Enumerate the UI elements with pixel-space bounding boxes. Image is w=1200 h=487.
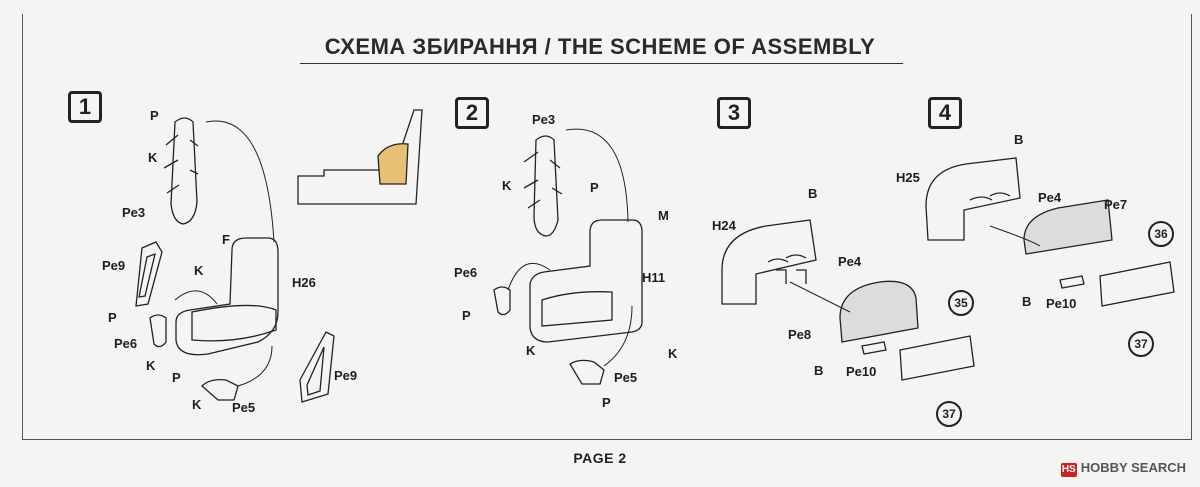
label-3-b-top: B	[808, 186, 818, 201]
arrow-2a	[565, 128, 629, 223]
label-1-pe3: Pe3	[122, 205, 146, 220]
arrow-1b	[174, 290, 218, 305]
arrow-1a	[205, 120, 275, 243]
arrow-3a	[789, 281, 851, 313]
harness-strap-1	[163, 134, 199, 194]
label-1-k-top: K	[148, 150, 158, 165]
arrow-4a	[989, 225, 1041, 247]
label-4-pe4: Pe4	[1038, 190, 1062, 205]
label-3-pe10: Pe10	[846, 364, 877, 379]
label-2-h11: H11	[642, 270, 666, 285]
title-underline	[300, 63, 903, 64]
label-1-pe9-left: Pe9	[102, 258, 126, 273]
harness-pe3-2	[533, 135, 559, 237]
seat-h11	[529, 219, 643, 343]
seat-h11-cushion	[541, 291, 613, 327]
decal-number-37-a: 37	[936, 401, 962, 427]
label-2-k-left: K	[526, 343, 536, 358]
watermark-text: HOBBY SEARCH	[1080, 460, 1186, 475]
pe7-panel	[1023, 199, 1113, 255]
panel-h25	[925, 157, 1021, 241]
pe6-2	[493, 286, 511, 316]
label-1-pe5: Pe5	[232, 400, 256, 415]
decal-number-35: 35	[948, 290, 974, 316]
label-2-pe5: Pe5	[614, 370, 638, 385]
label-1-pe6: Pe6	[114, 336, 138, 351]
label-2-k-right: K	[668, 346, 678, 361]
pe9-left	[135, 241, 163, 307]
seat-h26-back	[175, 237, 279, 356]
pe8-panel	[839, 280, 919, 343]
decal-number-37-b: 37	[1128, 331, 1154, 357]
decal-number-36: 36	[1148, 221, 1174, 247]
label-4-pe7: Pe7	[1104, 197, 1128, 212]
label-1-h26: H26	[292, 275, 316, 290]
arrow-1c	[237, 345, 273, 387]
decal-36	[1099, 261, 1175, 307]
label-4-b-top: B	[1014, 132, 1024, 147]
label-3-h24: H24	[712, 218, 736, 233]
label-2-pe6: Pe6	[454, 265, 478, 280]
label-2-pe3: Pe3	[532, 112, 556, 127]
label-3-b-bottom: B	[814, 363, 824, 378]
page-frame	[22, 14, 1192, 440]
step-2-badge: 2	[455, 97, 489, 129]
label-4-pe10: Pe10	[1046, 296, 1077, 311]
panel-h24-gauges	[767, 254, 807, 284]
arrow-2b	[507, 262, 551, 291]
panel-h24	[721, 219, 817, 305]
watermark-logo-icon: HS	[1060, 463, 1077, 477]
label-4-h25: H25	[896, 170, 920, 185]
label-3-pe8: Pe8	[788, 327, 812, 342]
harness-pe3-1	[170, 117, 198, 225]
label-2-p-bottom: P	[602, 395, 611, 410]
page-number: PAGE 2	[573, 450, 627, 466]
label-2-k: K	[502, 178, 512, 193]
seat-h26-cushion	[191, 304, 277, 342]
label-2-m: M	[658, 208, 669, 223]
cockpit-seat-highlight	[377, 143, 409, 185]
pe5-1	[201, 378, 239, 401]
pe6-1	[149, 314, 167, 348]
label-1-p-top: P	[150, 108, 159, 123]
label-4-b-bottom: B	[1022, 294, 1032, 309]
harness-strap-2	[523, 151, 563, 209]
label-1-p-low: P	[172, 370, 181, 385]
label-2-p-top: P	[590, 180, 599, 195]
label-3-pe4: Pe4	[838, 254, 862, 269]
panel-h25-gauges	[969, 192, 1011, 201]
label-1-f: F	[222, 232, 230, 247]
pe9-right	[299, 331, 335, 403]
step-1-badge: 1	[68, 91, 102, 123]
step1-diagram	[135, 109, 423, 403]
decal-35	[899, 335, 975, 381]
pe10-3	[861, 341, 887, 355]
label-1-k-low: K	[146, 358, 156, 373]
pe5-2	[569, 359, 605, 385]
step-4-badge: 4	[928, 97, 962, 129]
label-1-pe9-right: Pe9	[334, 368, 358, 383]
page-title: СХЕМА ЗБИРАННЯ / THE SCHEME OF ASSEMBLY	[324, 34, 876, 59]
step-3-badge: 3	[717, 97, 751, 129]
label-1-k-mid: K	[194, 263, 204, 278]
label-2-p-left: P	[462, 308, 471, 323]
label-1-k-bottom: K	[192, 397, 202, 412]
step4-diagram	[925, 157, 1175, 307]
cockpit-view-frame	[297, 109, 423, 205]
step2-diagram	[493, 128, 643, 385]
pe10-4	[1059, 275, 1085, 289]
label-1-p-left: P	[108, 310, 117, 325]
arrow-2c	[603, 305, 633, 367]
step3-diagram	[721, 219, 975, 381]
